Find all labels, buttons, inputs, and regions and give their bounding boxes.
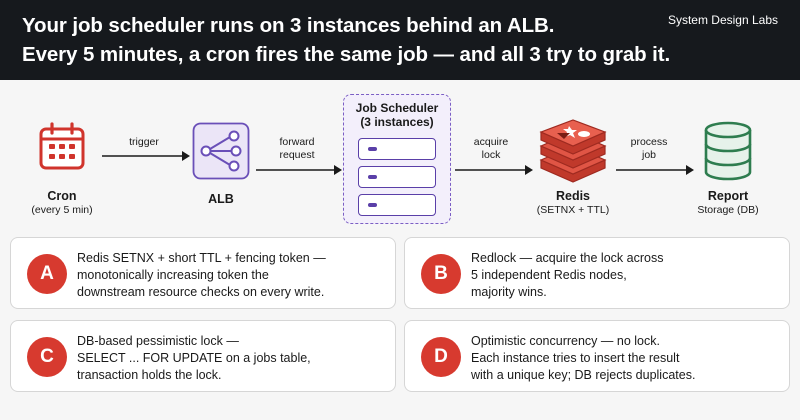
- option-d-line: with a unique key; DB rejects duplicates…: [471, 368, 696, 382]
- edge-acquire-line1: acquire: [473, 136, 509, 148]
- edge-trigger-text: trigger: [129, 136, 159, 148]
- option-text-d: Optimistic concurrency — no lock. Each i…: [471, 333, 781, 384]
- server-led: [368, 175, 377, 179]
- redis-stack-icon: [539, 119, 607, 183]
- option-badge-d: D: [421, 337, 461, 377]
- redis-subtitle: (SETNX + TTL): [536, 204, 610, 216]
- option-a-line: monotonically increasing token the: [77, 268, 269, 282]
- option-d-line: Optimistic concurrency — no lock.: [471, 334, 660, 348]
- scheduler-title-line1: Job Scheduler: [355, 101, 439, 115]
- edge-process-line1: process: [630, 136, 668, 148]
- option-d-line: Each instance tries to insert the result: [471, 351, 680, 365]
- database-icon: [704, 121, 752, 181]
- title-line-1: Your job scheduler runs on 3 instances b…: [22, 14, 555, 37]
- page-title: Your job scheduler runs on 3 instances b…: [22, 11, 670, 69]
- title-line-2: Every 5 minutes, a cron fires the same j…: [22, 43, 671, 66]
- redis-title: Redis: [555, 189, 591, 203]
- option-b-line: majority wins.: [471, 285, 547, 299]
- storage-label: Report Storage (DB): [684, 189, 772, 217]
- arrow-redis-to-storage: [616, 165, 694, 175]
- server-icon: [358, 138, 436, 160]
- option-c-line: SELECT ... FOR UPDATE on a jobs table,: [77, 351, 311, 365]
- option-card-c[interactable]: C DB-based pessimistic lock — SELECT ...…: [10, 320, 396, 392]
- option-text-a: Redis SETNX + short TTL + fencing token …: [77, 250, 387, 301]
- alb-title: ALB: [208, 192, 234, 206]
- option-b-line: 5 independent Redis nodes,: [471, 268, 627, 282]
- edge-label-process: process job: [614, 136, 684, 162]
- calendar-icon: [39, 122, 85, 170]
- cron-subtitle: (every 5 min): [31, 204, 93, 216]
- scheduler-title: Job Scheduler (3 instances): [344, 101, 450, 129]
- edge-process-line2: job: [641, 149, 656, 161]
- edge-label-trigger: trigger: [108, 136, 180, 149]
- arrow-cron-to-alb: [102, 151, 190, 161]
- cron-label: Cron (every 5 min): [22, 189, 102, 217]
- redis-label: Redis (SETNX + TTL): [527, 189, 619, 217]
- arrow-scheduler-to-redis: [455, 165, 533, 175]
- brand-label: System Design Labs: [667, 13, 778, 27]
- option-card-b[interactable]: B Redlock — acquire the lock across 5 in…: [404, 237, 790, 309]
- edge-label-acquire: acquire lock: [456, 136, 526, 162]
- edge-label-forward: forward request: [258, 136, 336, 162]
- cron-title: Cron: [47, 189, 77, 203]
- architecture-diagram: Cron (every 5 min) trigger ALB forward r…: [0, 80, 800, 230]
- scheduler-title-line2: (3 instances): [360, 115, 434, 129]
- arrow-alb-to-scheduler: [256, 165, 342, 175]
- option-b-line: Redlock — acquire the lock across: [471, 251, 664, 265]
- load-balancer-icon: [192, 122, 250, 180]
- alb-label: ALB: [190, 192, 252, 206]
- option-c-line: DB-based pessimistic lock —: [77, 334, 239, 348]
- option-a-line: downstream resource checks on every writ…: [77, 285, 325, 299]
- server-icon: [358, 166, 436, 188]
- server-led: [368, 203, 377, 207]
- option-text-b: Redlock — acquire the lock across 5 inde…: [471, 250, 781, 301]
- job-scheduler-group: Job Scheduler (3 instances): [343, 94, 451, 224]
- option-card-a[interactable]: A Redis SETNX + short TTL + fencing toke…: [10, 237, 396, 309]
- option-badge-c: C: [27, 337, 67, 377]
- edge-acquire-line2: lock: [481, 149, 501, 161]
- edge-forward-line1: forward: [279, 136, 315, 148]
- server-led: [368, 147, 377, 151]
- option-a-line: Redis SETNX + short TTL + fencing token …: [77, 251, 326, 265]
- storage-subtitle: Storage (DB): [697, 204, 759, 216]
- option-badge-a: A: [27, 254, 67, 294]
- header-banner: Your job scheduler runs on 3 instances b…: [0, 0, 800, 80]
- option-badge-b: B: [421, 254, 461, 294]
- option-text-c: DB-based pessimistic lock — SELECT ... F…: [77, 333, 387, 384]
- server-icon: [358, 194, 436, 216]
- storage-title: Report: [707, 189, 749, 203]
- option-card-d[interactable]: D Optimistic concurrency — no lock. Each…: [404, 320, 790, 392]
- option-c-line: transaction holds the lock.: [77, 368, 222, 382]
- edge-forward-line2: request: [279, 149, 315, 161]
